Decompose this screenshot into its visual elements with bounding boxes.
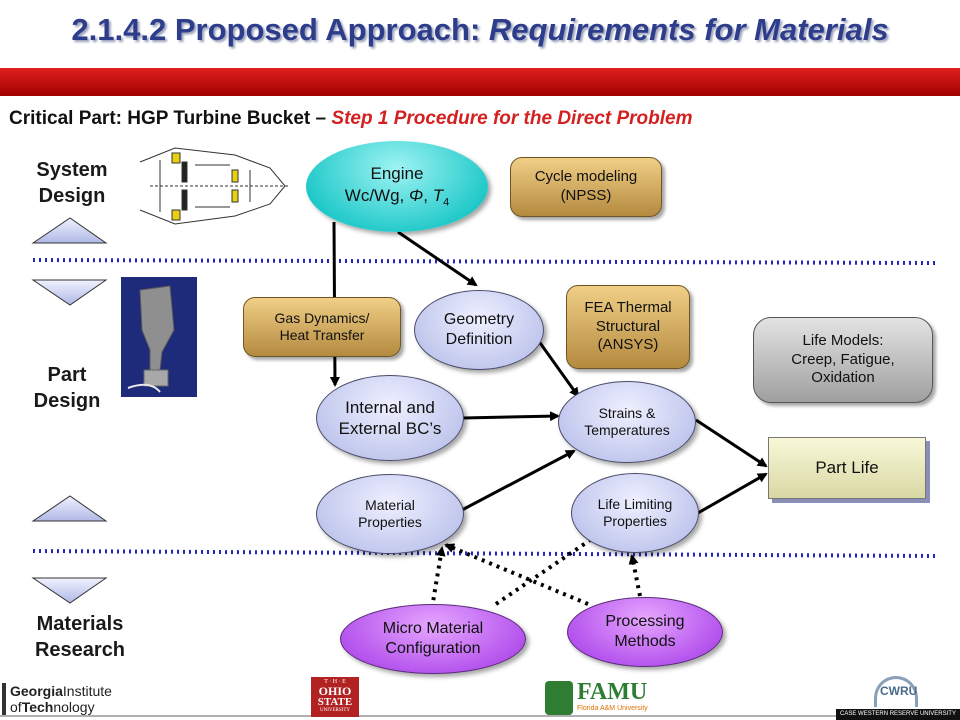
dotted-processing-to-material [444,543,589,606]
part-life-box: Part Life [768,437,926,499]
up-arrow-icon [31,495,108,522]
life-models-box: Life Models:Creep, Fatigue,Oxidation [753,317,933,403]
cycle-modeling-box: Cycle modeling(NPSS) [510,157,662,217]
title-bar [0,68,960,96]
subtitle: Critical Part: HGP Turbine Bucket – Step… [9,108,693,129]
strains-temperatures-node: Strains &Temperatures [558,381,696,463]
dotted-processing-to-lifelimiting [628,554,642,597]
dotted-micro-to-material [430,546,446,609]
engine-schematic-icon [139,147,290,225]
gas-dynamics-box: Gas Dynamics/Heat Transfer [243,297,401,357]
arrow-engine-to-geometry [397,230,478,287]
famu-logo: FAMU Florida A&M University [545,679,655,717]
arrow-lifelimiting-to-partlife [697,472,768,515]
up-arrow-icon [31,217,108,244]
divider-part-materials [32,549,936,558]
arrow-geometry-to-strains [536,339,580,398]
dotted-micro-to-lifelimiting [494,530,604,606]
cwru-arc-icon [874,676,918,707]
arrow-material-to-strains [461,449,576,512]
cwru-logo: CWRU CASE WESTERN RESERVE UNIVERSITY [836,676,960,720]
turbine-bucket-photo [121,277,197,397]
arrow-bcs-to-strains [462,411,560,422]
ohio-state-logo: T · H · E OHIO STATE UNIVERSITY [311,677,359,717]
famu-emblem-icon [545,681,573,715]
down-arrow-icon [31,279,108,306]
divider-system-part [32,258,936,265]
georgia-tech-logo: GeorgiaInstitute ofTechnology [2,683,142,717]
engine-node: Engine Wc/Wg, Φ, T4 [306,141,488,232]
down-arrow-icon [31,577,108,604]
arrow-strains-to-partlife [695,418,768,468]
page-title: 2.1.4.2 Proposed Approach: Requirements … [71,12,889,47]
